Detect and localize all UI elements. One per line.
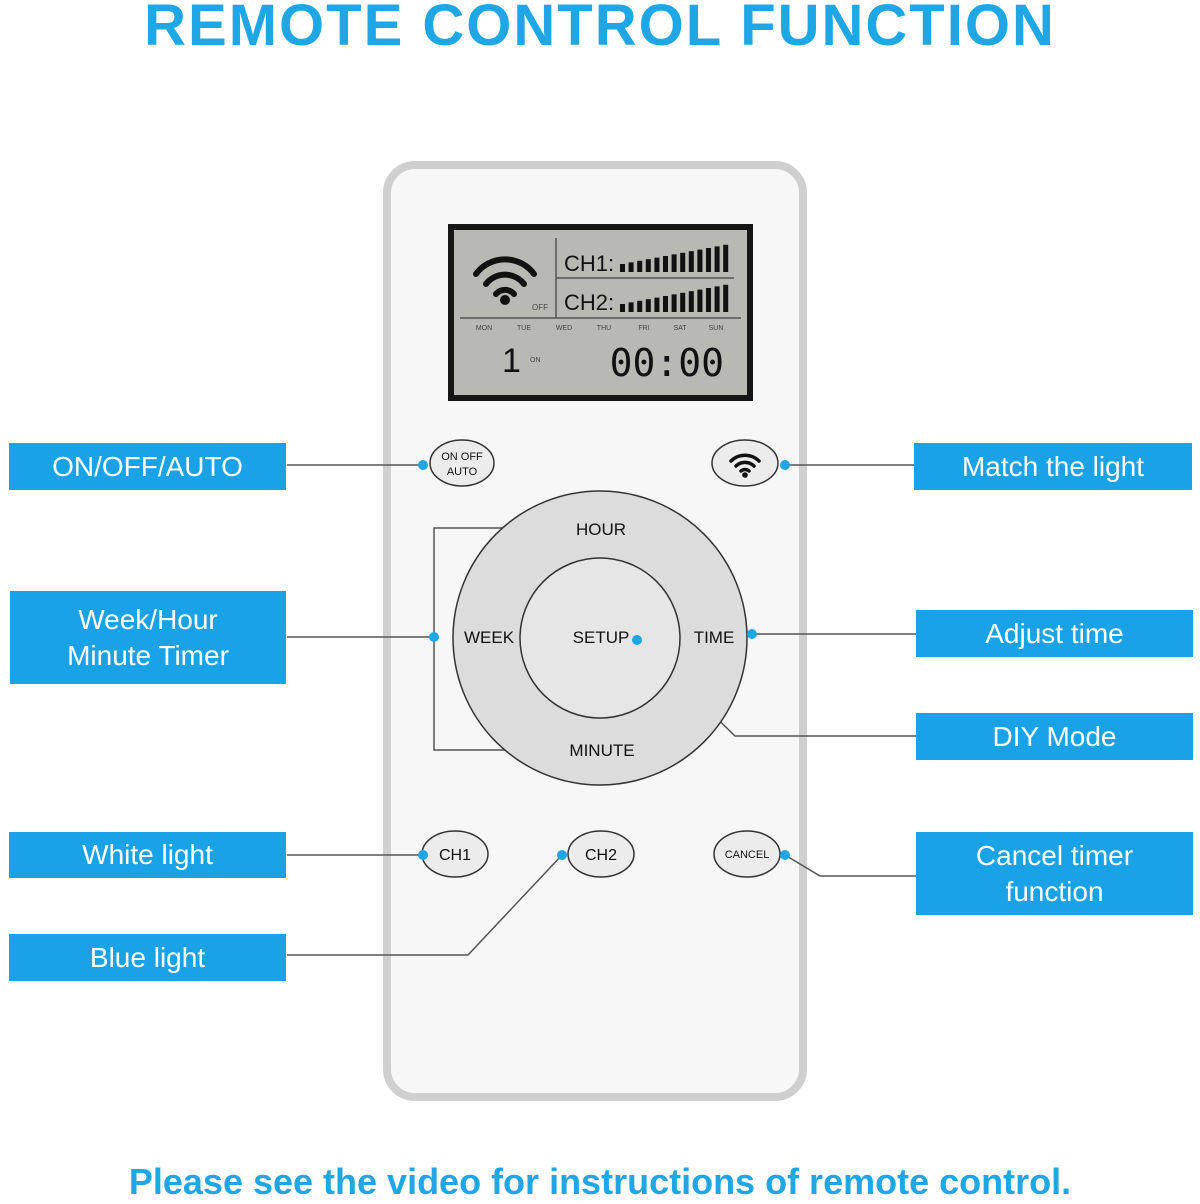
cancel-label: CANCEL (725, 849, 770, 861)
lcd-day: SAT (673, 325, 687, 332)
lcd-level-bar (663, 256, 668, 272)
setup-button[interactable] (519, 557, 681, 719)
callout-cancel-line1: Cancel timer (975, 839, 1134, 871)
callout-dots (418, 460, 790, 860)
lcd-level-bar (697, 249, 703, 272)
lcd-level-bar (637, 260, 643, 272)
lcd-level-bar (671, 294, 677, 312)
onoff-label-line1: ON OFF (441, 451, 483, 463)
hour-button[interactable]: HOUR (576, 520, 626, 539)
wifi-icon-dot (742, 472, 748, 478)
lcd-display: OFF CH1: CH2: MON TUE WED THU FRI SAT SU… (448, 224, 753, 401)
callout-match-text: Match the light (961, 450, 1145, 482)
ch1-label: CH1 (439, 847, 471, 864)
lcd-level-bar (628, 262, 634, 272)
lcd-time: 00:00 (610, 341, 724, 385)
wifi-icon (729, 453, 761, 473)
callout-adjust-time: Adjust time (916, 610, 1193, 657)
callout-onoff-text: ON/OFF/AUTO (52, 450, 243, 482)
callout-cancel-line2: function (1005, 875, 1104, 907)
lcd-level-bar (680, 292, 686, 312)
onoff-auto-button[interactable]: ON OFF AUTO (429, 439, 495, 487)
lcd-level-bar (697, 289, 703, 312)
page-title: REMOTE CONTROL FUNCTION (144, 0, 1056, 58)
lcd-level-bar (723, 284, 729, 312)
ch2-button[interactable]: CH2 (567, 830, 635, 878)
callout-white-text: White light (82, 839, 213, 870)
footer-note: Please see the video for instructions of… (128, 1161, 1072, 1202)
lcd-level-bar (637, 300, 643, 312)
lcd-ch1-label: CH1: (564, 251, 614, 276)
lcd-level-bar (620, 264, 625, 272)
setup-label: SETUP (573, 628, 630, 647)
lcd-level-bar (680, 252, 686, 272)
dpad[interactable] (452, 490, 748, 786)
callout-match-light: Match the light (914, 443, 1192, 490)
lcd-wifi-dot (500, 295, 510, 305)
callout-week-line2: Minute Timer (67, 639, 229, 671)
callout-blue-light: Blue light (9, 934, 286, 981)
lcd-day: FRI (638, 325, 649, 332)
lcd-day: SUN (709, 325, 724, 332)
lcd-level-bar (620, 304, 625, 312)
onoff-label-line2: AUTO (447, 466, 478, 478)
lcd-day: MON (476, 325, 492, 332)
lcd-level-bar (706, 248, 711, 272)
lcd-on-label: ON (530, 357, 541, 364)
lcd-level-bar (671, 254, 677, 272)
lcd-screen: OFF CH1: CH2: MON TUE WED THU FRI SAT SU… (454, 230, 747, 395)
lcd-ch2-label: CH2: (564, 290, 614, 315)
week-button[interactable]: WEEK (464, 628, 515, 647)
callout-onoff-auto: ON/OFF/AUTO (9, 443, 286, 490)
callout-blue-text: Blue light (89, 941, 206, 973)
callout-white-light: White light (9, 832, 286, 878)
callout-week-timer: Week/Hour Minute Timer (10, 591, 286, 684)
ch1-button[interactable]: CH1 (421, 830, 489, 878)
lcd-level-bar (645, 299, 651, 312)
lcd-level-bar (714, 246, 720, 272)
match-button[interactable] (711, 439, 779, 487)
lcd-level-bar (654, 257, 660, 272)
lcd-level-bar (723, 244, 729, 272)
lcd-level-bar (645, 259, 651, 272)
time-button[interactable]: TIME (694, 628, 735, 647)
callout-cancel-timer: Cancel timer function (916, 832, 1193, 915)
lcd-level-bar (688, 291, 694, 312)
minute-button[interactable]: MINUTE (569, 741, 634, 760)
lcd-ch1-level-bars (620, 244, 729, 272)
lcd-level-bar (688, 251, 694, 272)
lcd-level-bar (714, 286, 720, 312)
lcd-level-bar (628, 302, 634, 312)
lcd-program-number: 1 (502, 342, 521, 380)
callout-adjust-text: Adjust time (985, 617, 1124, 649)
lcd-day: WED (556, 325, 572, 332)
cancel-button[interactable]: CANCEL (713, 830, 781, 878)
lcd-level-bar (663, 296, 668, 312)
lcd-ch2-level-bars (620, 284, 729, 312)
lcd-level-bar (654, 297, 660, 312)
lcd-graphics: OFF CH1: CH2: MON TUE WED THU FRI SAT SU… (460, 238, 741, 385)
lcd-level-bar (706, 288, 711, 312)
ch2-label: CH2 (585, 847, 617, 864)
callout-diy-text: DIY Mode (992, 720, 1117, 752)
lcd-wifi-icon (473, 256, 537, 297)
callout-diy-mode: DIY Mode (916, 713, 1193, 760)
lcd-day: TUE (517, 325, 531, 332)
callout-week-line1: Week/Hour (78, 603, 218, 635)
lcd-day: THU (597, 325, 611, 332)
lcd-off-label: OFF (532, 303, 548, 312)
